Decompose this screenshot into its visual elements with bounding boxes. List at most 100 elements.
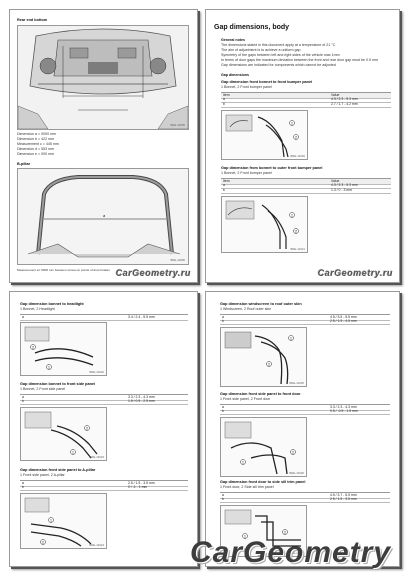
svg-text:1: 1: [291, 122, 293, 126]
general-notes-title: General notes: [221, 38, 245, 42]
brand-logo: CarGeometry.ru: [317, 268, 393, 278]
figure-code: BRE-14806: [170, 258, 185, 262]
document-page-2: Gap dimensions, body General notes The d…: [205, 9, 400, 283]
table-header: Item Value: [221, 178, 391, 185]
block-title: Gap dimension front bonnet to front bump…: [221, 80, 313, 84]
table-cell: b: [223, 188, 225, 192]
table-cell: 3.4 / 2.4 - 5.5 mm: [128, 315, 155, 319]
svg-text:2: 2: [284, 531, 286, 535]
dim-line: Measurement c = 445 mm: [17, 142, 59, 146]
gap-drawing: 1 2: [224, 331, 294, 385]
svg-text:1: 1: [72, 451, 74, 455]
block-subtitle: 1 Front side panel, 2 A-pillar: [20, 473, 65, 477]
dim-line: Dimension e = 000 mm: [17, 152, 55, 156]
gap-drawing: 1 2: [24, 326, 94, 370]
table-row: b 0.5 / -0.5 - 1.5 mm: [220, 409, 390, 415]
table-cell: a: [222, 315, 224, 319]
table-cell: a: [223, 183, 225, 187]
gap-drawing: 1 2: [224, 509, 301, 547]
table-cell: 0.5 / -0.5 - 1.5 mm: [330, 409, 358, 413]
svg-text:2: 2: [295, 136, 297, 140]
gap-figure: 1 2 BRE-14626: [220, 417, 307, 477]
table-cell: b: [222, 409, 224, 413]
svg-text:2: 2: [295, 230, 297, 234]
figure-code: BRE-14623: [89, 455, 104, 459]
block-title: Gap dimension bonnet to front side panel: [20, 382, 96, 386]
table-row: a 4.3 / 2.3 - 5.3 mm: [221, 97, 391, 103]
gap-drawing: 1 2: [225, 114, 299, 158]
table-cell: 2.5 / 1.5 - 4.5 mm: [330, 319, 357, 323]
table-cell: b: [22, 485, 24, 489]
note-line: Symmetry of the gaps between left and ri…: [221, 53, 340, 57]
table-cell: 3.3 / 2.3 - 4.3 mm: [330, 405, 357, 409]
block-title: Gap dimension front door to side sill tr…: [220, 480, 306, 484]
figure-code: BRE-14627: [289, 551, 304, 555]
footnote: Measurement a= 0000 mm between screw-on …: [17, 268, 110, 272]
svg-text:1: 1: [242, 461, 244, 465]
table-cell: b: [22, 399, 24, 403]
page2-title: Gap dimensions, body: [214, 24, 290, 31]
dim-line: Dimension d = 553 mm: [17, 147, 55, 151]
note-line: The dimensions stated in this document a…: [221, 43, 336, 47]
svg-text:1: 1: [291, 214, 293, 218]
block-title: Gap dimension windscreen to roof outer s…: [220, 302, 302, 306]
gap-figure: 1 2 BRE-14624: [20, 493, 107, 549]
table-row: b 2.7 / 1.7 - 4.2 mm: [221, 102, 391, 108]
svg-text:2: 2: [86, 427, 88, 431]
table-cell: b: [222, 319, 224, 323]
table-cell: 4.5 / 3.7 - 5.5 mm: [330, 493, 357, 497]
table-cell: b: [223, 102, 225, 106]
svg-text:1: 1: [290, 337, 292, 341]
table-row: a 4.3 / 2.3 - 5.3 mm: [221, 183, 391, 189]
gap-figure: 1 2 BRE-14625: [220, 327, 307, 387]
figure-code: BRE-14624: [89, 543, 104, 547]
table-header-cell: Value: [331, 93, 340, 97]
document-page-4: Gap dimension windscreen to roof outer s…: [205, 291, 400, 567]
block-title: Gap dimension bonnet to headlight: [20, 302, 84, 306]
brand-watermark-logo: CarGeometry: [190, 536, 392, 569]
gap-dimensions-title: Gap dimensions: [221, 73, 249, 77]
block-subtitle: 1 Windscreen, 2 Roof outer skin: [220, 307, 272, 311]
figure-code: BRE-14621: [290, 247, 305, 251]
table-row: a 2.5 / 1.5 - 3.5 mm: [20, 480, 188, 487]
table-cell: a: [223, 97, 225, 101]
figure-code: BRE-14622: [89, 370, 104, 374]
table-row: b 0 / -1 - 1 mm: [20, 485, 188, 491]
gap-drawing: 1 2: [24, 411, 98, 459]
gap-drawing: 1 2: [225, 200, 299, 249]
gap-figure: 1 2 BRE-14627: [220, 505, 307, 557]
table-row: a 3.3 / 2.3 - 4.3 mm: [20, 394, 188, 401]
block-subtitle: 1 Bonnet, 2 Front bumper panel: [221, 171, 272, 175]
table-cell: 1.5 / 0.5 - 2.5 mm: [128, 399, 155, 403]
block-subtitle: 1 Bonnet, 2 Front side panel: [20, 387, 66, 391]
dim-line: Dimension b = 422 mm: [17, 137, 55, 141]
figure-code: BRE-14626: [289, 471, 304, 475]
block-title: Gap dimension from bonnet to outer front…: [221, 166, 323, 170]
table-cell: a: [22, 481, 24, 485]
rear-bottom-figure: BRE-14805: [17, 25, 189, 130]
figure-code: BRE-14805: [170, 123, 185, 127]
table-header-cell: Item: [223, 93, 230, 97]
svg-text:a: a: [103, 213, 106, 218]
document-page-1: Rear end bottom BRE-14805 Dimension a = …: [9, 9, 198, 283]
gap-figure: 1 2 BRE-14622: [20, 322, 107, 376]
table-header-cell: Item: [223, 179, 230, 183]
svg-text:1: 1: [244, 535, 246, 539]
gap-figure: 1 2 BRE-14620: [221, 110, 308, 160]
note-line: The aim of adjustment is to achieve a un…: [221, 48, 301, 52]
page1-title: Rear end bottom: [17, 18, 48, 22]
table-cell: 4.3 / 2.3 - 5.3 mm: [331, 97, 358, 101]
b-pillar-drawing: a: [18, 169, 188, 264]
table-cell: a: [222, 405, 224, 409]
table-row: b 1.3 / 0 - 3 mm: [221, 188, 391, 194]
table-cell: b: [222, 497, 224, 501]
rear-bottom-drawing: [18, 26, 188, 129]
table-cell: 4.3 / 2.3 - 5.3 mm: [331, 183, 358, 187]
table-row: a 4.5 / 3.7 - 5.5 mm: [220, 492, 390, 499]
table-header: Item Value: [221, 92, 391, 99]
table-row: a 3.4 / 2.4 - 5.5 mm: [20, 314, 188, 321]
table-cell: a: [22, 315, 24, 319]
table-cell: a: [22, 395, 24, 399]
table-row: b 2.5 / 1.5 - 3.5 mm: [220, 497, 390, 503]
block-title: Gap dimension front side panel to front …: [220, 392, 301, 396]
